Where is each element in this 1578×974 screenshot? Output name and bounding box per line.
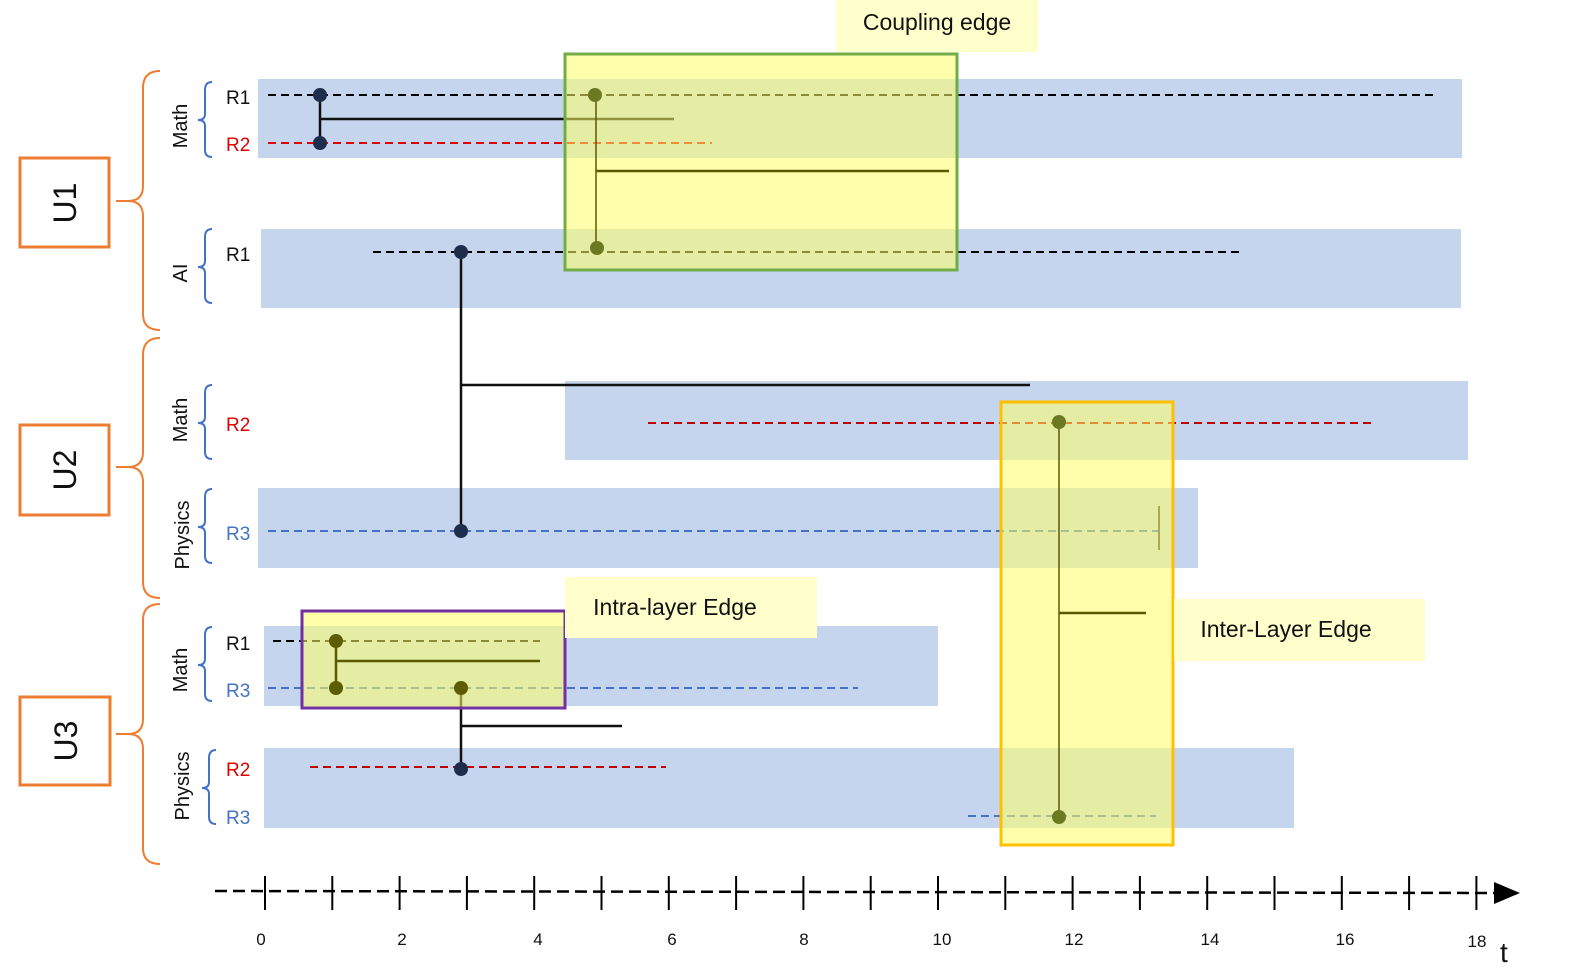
layer-brace-u2-physics (197, 488, 213, 564)
tick-label: 14 (1201, 930, 1220, 949)
subject-label-u2-math: Math (170, 398, 192, 442)
inter-callout-label: Inter-Layer Edge (1200, 616, 1371, 642)
node-intra-r1 (329, 634, 343, 648)
row-label-u3-physics-r3: R3 (226, 808, 250, 829)
unit-brace-u1 (116, 70, 161, 331)
tick-label: 0 (256, 930, 265, 949)
unit-label-u1: U1 (47, 183, 83, 224)
node-u1-math-r1 (313, 88, 327, 102)
olive-edges (334, 95, 1146, 816)
unit-box-u3 (18, 695, 112, 787)
row-label-u3-math-r1: R1 (226, 634, 250, 655)
coupling-highlight-box (563, 52, 959, 272)
node-u3-math-r3 (454, 681, 468, 695)
row-label-u3-math-r3: R3 (226, 681, 250, 702)
subject-label-u1-math: Math (170, 104, 192, 148)
subject-label-u3-math: Math (170, 648, 192, 692)
row-label-u1-math-r2: R2 (226, 135, 250, 156)
row-labels: R1 R2 R1 R2 R3 R1 R3 R2 R3 (226, 88, 250, 829)
tick-label: 10 (933, 930, 952, 949)
callouts: Coupling edge Intra-layer Edge Inter-Lay… (565, 0, 1425, 661)
row-label-u2-math-r2: R2 (226, 415, 250, 436)
unit-brace-u3 (116, 603, 161, 865)
node-u2-physics-r3 (454, 524, 468, 538)
axis-tick-labels: 0 2 4 6 8 10 12 14 16 18 (256, 930, 1486, 951)
row-label-u2-physics-r3: R3 (226, 524, 250, 545)
subject-label-u3-physics: Physics (172, 752, 194, 821)
subject-label-u1-ai: AI (170, 264, 192, 283)
inter-callout-bg (1174, 599, 1425, 661)
node-u1-ai-r1 (454, 245, 468, 259)
subject-label-u2-physics: Physics (172, 501, 194, 570)
node-coupling-top (588, 88, 602, 102)
unit-box-u1 (18, 156, 111, 249)
node-inter-bottom (1052, 810, 1066, 824)
tick-label: 8 (799, 930, 808, 949)
row-label-u1-ai-r1: R1 (226, 245, 250, 266)
unit-label-u3: U3 (48, 721, 84, 762)
tick-label: 16 (1336, 930, 1355, 949)
axis-variable-label: t (1500, 937, 1508, 968)
tick-label: 12 (1065, 930, 1084, 949)
row-label-u3-physics-r2: R2 (226, 760, 250, 781)
tick-label: 6 (667, 930, 676, 949)
unit-label-u2: U2 (47, 450, 83, 491)
intra-callout-bg (565, 577, 817, 638)
node-u1-math-r2 (313, 136, 327, 150)
node-u3-physics-r2 (454, 762, 468, 776)
layer-brace-u1-ai (197, 228, 213, 304)
node-intra-r3 (329, 681, 343, 695)
intra-highlight-box (300, 609, 567, 710)
layer-subject-labels: Math AI Math Physics Math Physics (170, 104, 194, 821)
unit-brace-u2 (116, 337, 161, 599)
inter-highlight-box (999, 400, 1175, 847)
node-coupling-bottom (590, 241, 604, 255)
unit-boxes: U1 U2 U3 (18, 156, 112, 787)
axis-line (214, 889, 1501, 895)
layer-brace-u1-math (197, 81, 213, 158)
layer-braces (197, 81, 217, 825)
row-label-u1-math-r1: R1 (226, 88, 250, 109)
node-inter-top (1052, 415, 1066, 429)
axis-ticks (264, 876, 1478, 910)
coupling-callout-label: Coupling edge (863, 9, 1011, 35)
layer-brace-u2-math (197, 384, 213, 460)
coupling-callout-bg (836, 0, 1038, 52)
unit-box-u2 (18, 423, 111, 517)
time-axis: 0 2 4 6 8 10 12 14 16 18 t (214, 876, 1520, 968)
layer-brace-u3-math (197, 626, 213, 702)
tick-label: 4 (533, 930, 542, 949)
highlight-boxes (300, 52, 1175, 847)
layer-brace-u3-physics (201, 749, 217, 825)
intra-callout-label: Intra-layer Edge (593, 594, 757, 620)
tick-label: 2 (397, 930, 406, 949)
axis-arrowhead-icon (1494, 882, 1520, 904)
unit-braces (116, 70, 161, 865)
tick-label: 18 (1468, 932, 1487, 951)
nodes (313, 88, 1066, 824)
